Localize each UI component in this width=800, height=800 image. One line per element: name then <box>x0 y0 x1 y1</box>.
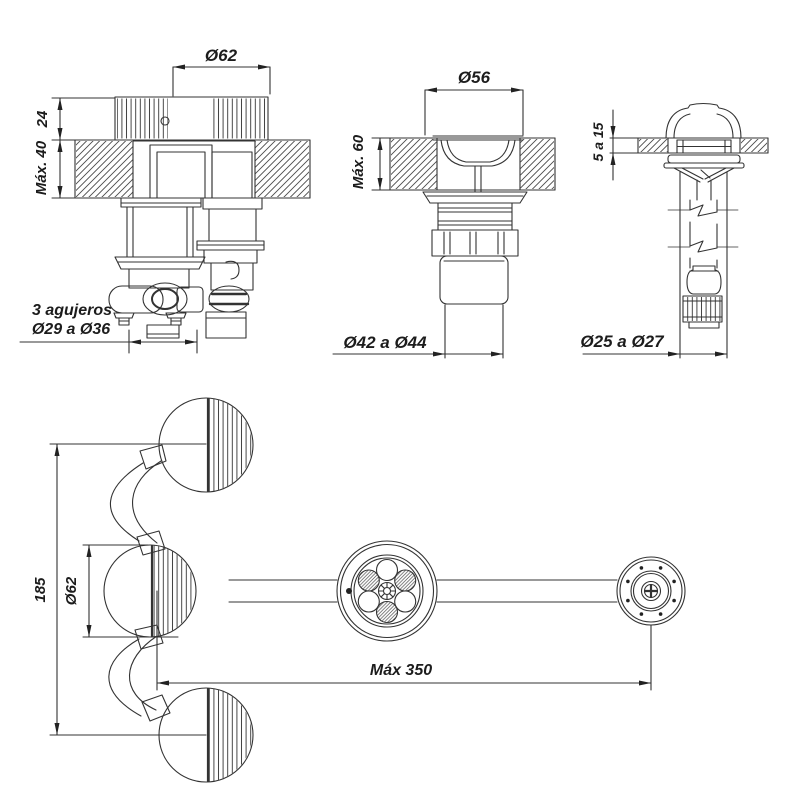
plan-dim-knob: Ø62 <box>63 544 179 638</box>
lever-hook <box>225 260 240 280</box>
dim-label-holes-diameter: Ø29 a Ø36 <box>32 321 110 338</box>
lock-nut <box>431 229 519 257</box>
plan-knob-middle <box>103 544 197 638</box>
valve-spigot <box>146 324 180 339</box>
popup-countertop <box>637 137 769 154</box>
dim-label-handle-diameter: Ø62 <box>205 46 238 65</box>
dim-label-hole-diameter: Ø25 a Ø27 <box>580 332 665 351</box>
dim-label-knob-diameter: Ø62 <box>63 576 80 605</box>
arrow-right <box>258 64 270 70</box>
handle-screw <box>160 116 170 126</box>
drain-dim-flange: Ø56 <box>424 68 524 136</box>
clamp-nut <box>142 282 188 316</box>
popup-dim-hole: Ø25 a Ø27 <box>580 171 728 359</box>
popup-button <box>665 102 742 139</box>
plan-popup-button <box>616 556 686 626</box>
valve-lower-assembly <box>108 197 206 339</box>
view-plan: 185 Ø62 <box>32 397 686 783</box>
dim-label-tailpiece-diameter: Ø42 a Ø44 <box>343 333 427 352</box>
dim-label-handle-spacing: 185 <box>32 577 49 603</box>
valve-dim-holes: 3 agujeros Ø29 a Ø36 <box>19 302 198 354</box>
screw-right <box>165 312 187 319</box>
plan-pipe <box>228 579 618 603</box>
plan-tube-lower <box>108 624 171 722</box>
plan-dim-spread: Máx 350 <box>156 590 652 691</box>
dim-label-handle-height: 24 <box>34 110 51 128</box>
dim-label-max-deck-60: Máx. 60 <box>350 134 367 189</box>
view-popup-rod-section: 5 a 15 Ø25 a Ø27 <box>580 102 769 359</box>
plan-knob-top <box>158 397 254 493</box>
drain-overflow-dot <box>346 588 352 594</box>
valve-side-outlet <box>196 197 265 339</box>
plan-tube-upper <box>110 444 167 556</box>
plan-knob-bottom <box>158 687 254 783</box>
drain-body <box>422 191 528 305</box>
plan-drain <box>336 540 438 642</box>
valve-body <box>132 140 256 199</box>
dim-label-max-spread: Máx 350 <box>370 662 432 679</box>
drain-countertop <box>389 137 556 191</box>
dim-label-holes-count: 3 agujeros <box>32 302 112 319</box>
valve-dim-heights: 24 Máx. 40 <box>33 97 116 199</box>
popup-rod <box>663 139 745 329</box>
rod-bell <box>686 265 722 295</box>
valve-countertop <box>74 139 311 199</box>
arrow-left <box>129 339 141 345</box>
view-valve-section: Ø62 <box>19 46 311 354</box>
valve-dim-dia-handle: Ø62 <box>172 46 271 97</box>
horseshoe-bracket <box>108 285 164 314</box>
tailpiece <box>439 255 509 305</box>
plan-dim-spacing: 185 <box>32 443 207 736</box>
drain-plug <box>432 135 524 193</box>
popup-dim-deck: 5 a 15 <box>590 109 641 181</box>
dim-label-deck-range: 5 a 15 <box>590 122 606 161</box>
dim-label-flange-diameter: Ø56 <box>458 68 491 87</box>
dim-label-max-deck-40: Máx. 40 <box>33 140 50 195</box>
drain-dim-deck: Máx. 60 <box>350 134 393 191</box>
arrow-right <box>185 339 197 345</box>
view-drain-section: Ø56 <box>332 68 556 359</box>
screw-left <box>113 312 135 319</box>
valve-handle <box>114 96 269 141</box>
drain-dim-tailpiece: Ø42 a Ø44 <box>332 304 504 359</box>
arrow-left <box>173 64 185 70</box>
